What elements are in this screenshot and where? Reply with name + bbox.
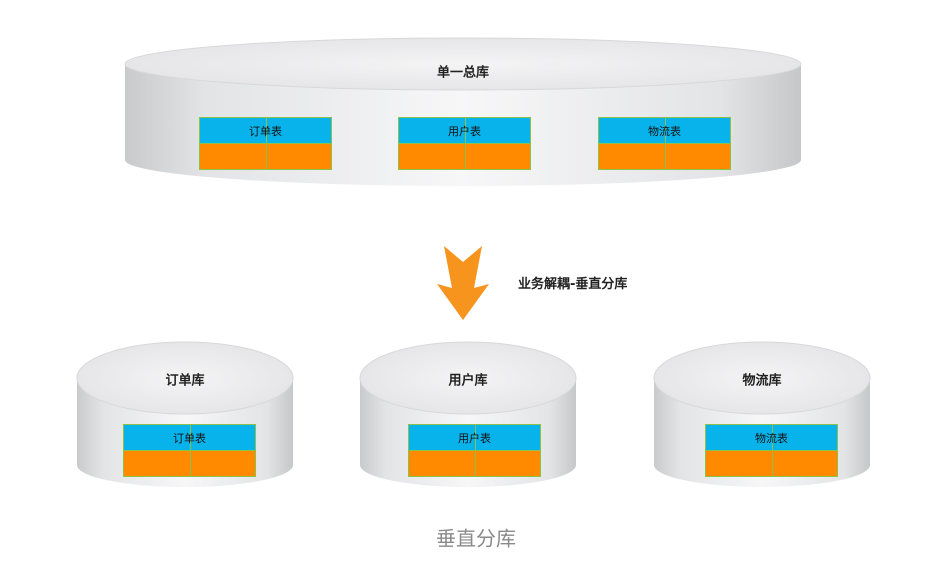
logistics-db-label: 物流库 bbox=[742, 373, 782, 389]
order-db-table: 订单表 bbox=[123, 424, 256, 477]
down-arrow-icon bbox=[437, 246, 489, 320]
user-db-label: 用户库 bbox=[448, 373, 488, 389]
logistics-db-table: 物流表 bbox=[705, 424, 838, 477]
user-db-table: 用户表 bbox=[408, 424, 541, 477]
table-label: 订单表 bbox=[249, 124, 282, 138]
diagram-caption: 垂直分库 bbox=[436, 526, 516, 551]
arrow-label: 业务解耦-垂直分库 bbox=[518, 277, 628, 292]
order-db-label: 订单库 bbox=[165, 373, 205, 389]
table-label: 物流表 bbox=[755, 431, 788, 445]
table-label: 用户表 bbox=[448, 124, 481, 138]
total-order-table: 订单表 bbox=[199, 117, 332, 170]
total-logistics-table: 物流表 bbox=[598, 117, 731, 170]
table-label: 用户表 bbox=[458, 431, 491, 445]
table-label: 物流表 bbox=[648, 124, 681, 138]
total-user-table: 用户表 bbox=[398, 117, 531, 170]
total-db-label: 单一总库 bbox=[436, 65, 490, 81]
table-label: 订单表 bbox=[173, 431, 206, 445]
